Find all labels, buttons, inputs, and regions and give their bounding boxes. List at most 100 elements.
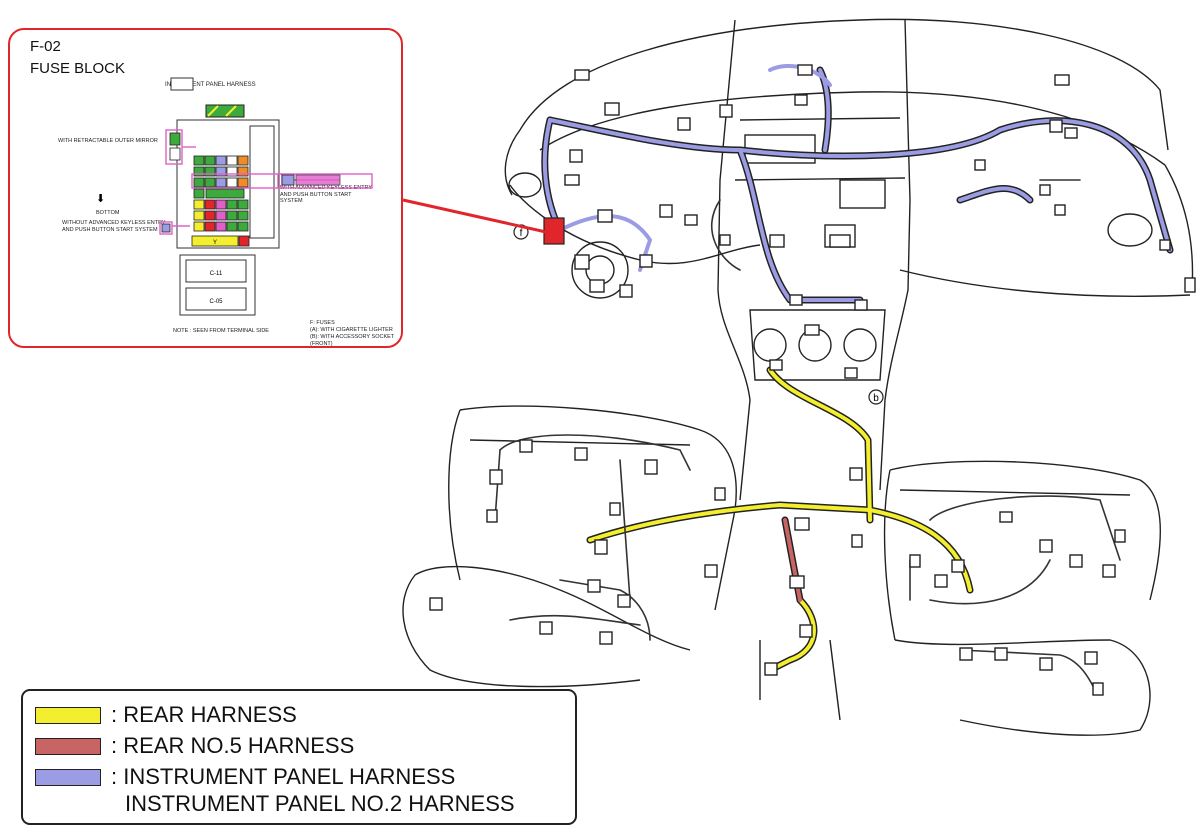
note-bottom: BOTTOM [96,210,120,216]
key-fuses: F: FUSES [310,320,335,326]
inset-code: F-02 [30,38,61,55]
fuse [204,210,216,221]
connector [587,579,601,593]
fuse [215,221,227,232]
connector [574,254,590,270]
callout-f-label: f [520,228,523,239]
connector [644,459,658,475]
connector [797,64,813,76]
legend-item-rear-no5: : REAR NO.5 HARNESS [35,733,354,759]
connector [619,284,633,298]
fuse [193,221,205,232]
connector [769,234,785,248]
connector [804,324,820,336]
legend-swatch-rear [35,706,101,724]
connector [974,159,986,171]
relay-top-label: C-11 [210,271,223,277]
fuse [226,166,238,177]
connector [1039,184,1051,196]
legend-item-instrument-panel: : INSTRUMENT PANEL HARNESS [35,764,455,790]
fuse [205,188,245,199]
fuse [226,199,238,210]
legend-label-rear: : REAR HARNESS [111,702,297,727]
harness-label: INSTRUMENT PANEL HARNESS [165,82,256,88]
connector [769,359,783,371]
connector [574,69,590,81]
connector [1054,204,1066,216]
fuse [215,210,227,221]
fuse [193,188,205,199]
connector [604,102,620,116]
fuse [215,199,227,210]
fuse [193,155,205,166]
connector [959,647,973,661]
connector [844,367,858,379]
legend-label-rear-no5: : REAR NO.5 HARNESS [111,733,355,758]
fuse [193,177,205,188]
connector [597,209,613,223]
connector [829,234,851,248]
fuse [226,210,238,221]
connector [794,517,810,531]
connector [589,279,605,293]
fuse [204,177,216,188]
fuse [215,177,227,188]
fuse [204,166,216,177]
connector [1039,657,1053,671]
fuse [204,221,216,232]
connector [849,467,863,481]
secondary-wires [494,179,1121,691]
key-cigarette: (A): WITH CIGARETTE LIGHTER [310,327,393,333]
note-keyless-without: WITHOUT ADVANCED KEYLESS ENTRY AND PUSH … [62,220,166,233]
fuse [237,221,249,232]
connector [489,469,503,485]
fuse [237,199,249,210]
fuse [215,166,227,177]
connector [994,647,1008,661]
fuse [226,155,238,166]
down-arrow-icon: ⬇ [96,193,106,205]
connector [999,511,1013,523]
fuse-grid [193,155,249,232]
connector [1084,651,1098,665]
connector [659,204,673,218]
connector [594,539,608,555]
connector [1039,539,1053,553]
connectors [429,64,1196,696]
connector [486,509,498,523]
note-mirror: WITH RETRACTABLE OUTER MIRROR [58,138,158,144]
connector [909,554,921,568]
fuse [237,155,249,166]
connector [794,94,808,106]
fuse [237,210,249,221]
fuse [204,199,216,210]
inset-title: FUSE BLOCK [30,60,126,77]
connector [704,564,718,578]
connector [574,447,588,461]
legend-label-instrument-panel: : INSTRUMENT PANEL HARNESS [111,764,456,789]
fuse [226,177,238,188]
connector [609,502,621,516]
callout-b-label: b [873,393,879,404]
connector [1064,127,1078,139]
fuse [193,199,205,210]
key-accessory: (B): WITH ACCESSORY SOCKET (FRONT) [310,334,395,347]
connector [1049,119,1063,133]
instrument-panel-harness [542,64,1172,302]
connector [519,439,533,453]
connector [789,575,805,589]
legend-swatch-instrument-panel [35,768,101,786]
legend-swatch-rear-no5 [35,737,101,755]
connector [851,534,863,548]
connector [1092,682,1104,696]
connector [617,594,631,608]
connector [684,214,698,226]
rear-harness [588,368,972,672]
connector [714,487,726,501]
callout-leader-line [402,198,547,234]
connector [564,174,580,186]
connector [677,117,691,131]
connector [1159,239,1171,251]
connector [951,559,965,573]
